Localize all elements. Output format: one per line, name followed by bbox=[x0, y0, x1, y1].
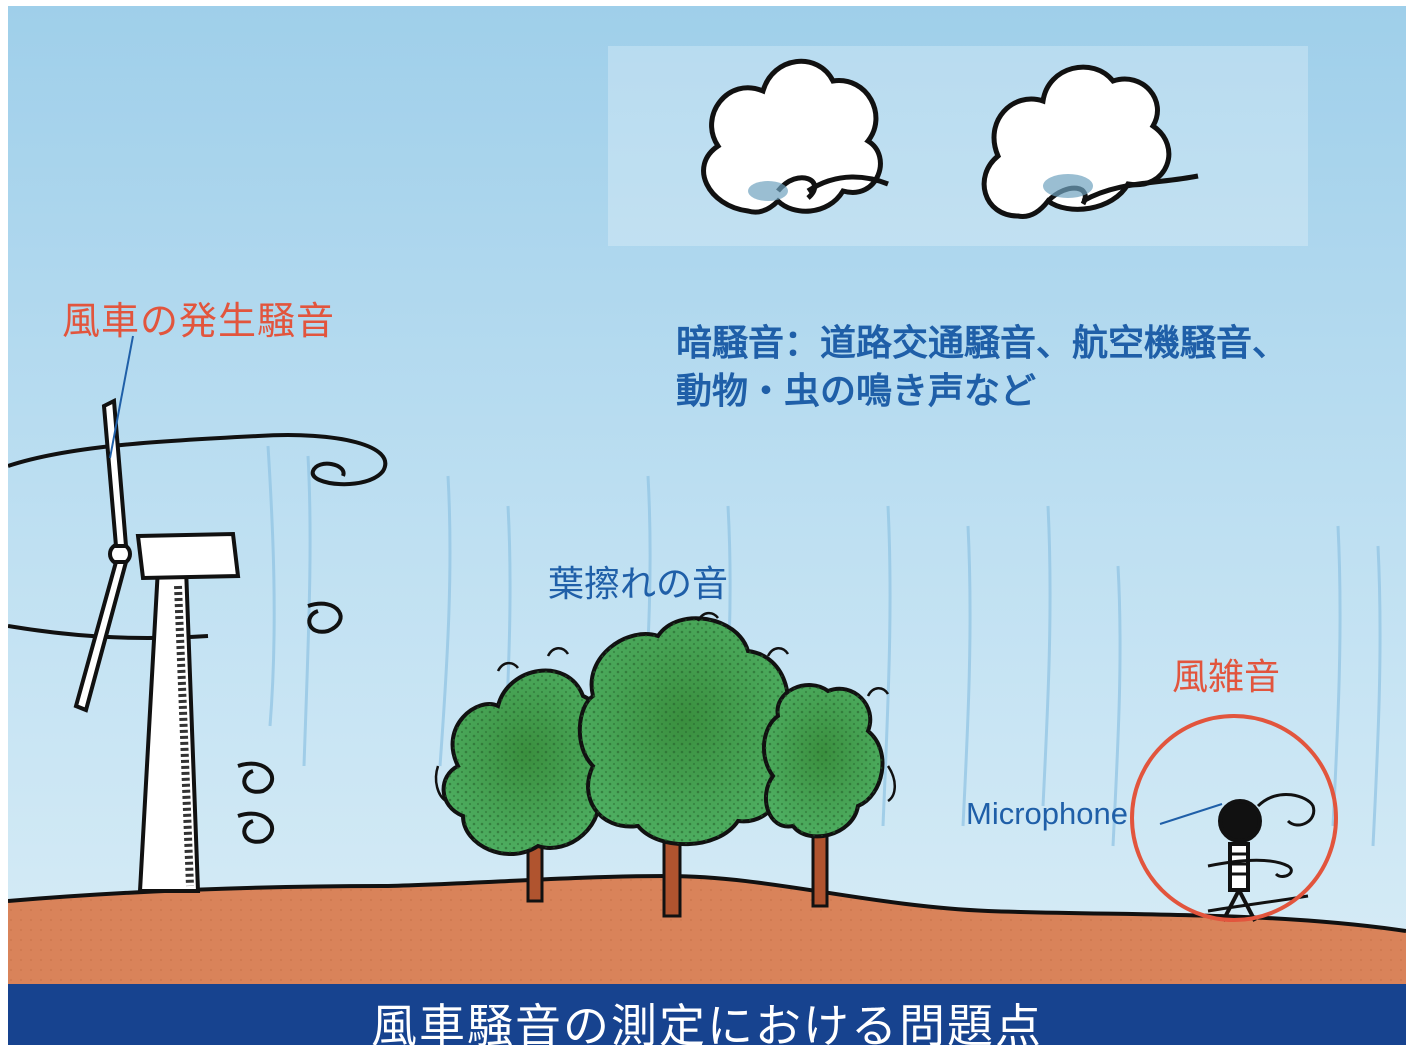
background-noise-line-1: 暗騒音：道路交通騒音、航空機騒音、 bbox=[676, 323, 1289, 364]
title-banner: 風車騒音の測定における問題点 bbox=[8, 984, 1406, 1045]
windmill-noise-label: 風車の発生騒音 bbox=[62, 299, 336, 343]
wind-turbine bbox=[73, 397, 241, 893]
wind-turbine-noise-illustration bbox=[8, 6, 1406, 984]
background-noise-line-2: 動物・虫の鳴き声など bbox=[676, 371, 1037, 412]
wind-streaks bbox=[266, 445, 1382, 847]
background-noise-label: 暗騒音：道路交通騒音、航空機騒音、 動物・虫の鳴き声など bbox=[676, 320, 1288, 416]
cloud-left bbox=[701, 58, 889, 215]
leaf-rustle-label: 葉擦れの音 bbox=[548, 564, 729, 605]
wind-noise-circle bbox=[1130, 714, 1338, 922]
trees bbox=[434, 611, 896, 918]
microphone-label: Microphone bbox=[966, 796, 1128, 831]
wind-noise-label: 風雑音 bbox=[1172, 657, 1281, 698]
slide-title: 風車騒音の測定における問題点 bbox=[371, 999, 1043, 1045]
